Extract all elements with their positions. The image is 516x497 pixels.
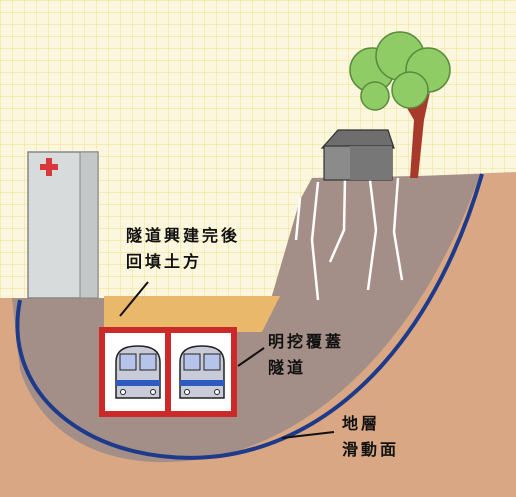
train-right [179, 345, 225, 399]
hospital-cross-icon [40, 158, 58, 176]
train-left [115, 345, 161, 399]
cut-cover-label-line1: 明挖覆蓋 [268, 332, 345, 351]
backfill-label-line2: 回填土方 [126, 252, 203, 271]
tree [349, 31, 451, 178]
slip-leader-line [281, 431, 335, 439]
slip-label-line1: 地層 [342, 414, 381, 433]
leader-lines [119, 281, 335, 439]
cut-cover-tunnel-label: 明挖覆蓋 隧道 [268, 332, 344, 378]
slope-cracks [294, 177, 404, 301]
slip-surface-line [15, 173, 484, 460]
slip-label-line2: 滑動面 [342, 440, 400, 459]
backfill-soil [104, 296, 280, 332]
tunnel-leader-line [237, 347, 265, 367]
backfill-leader-line [119, 281, 149, 317]
backfill-label-line1: 隧道興建完後 [126, 226, 241, 245]
slip-surface-label: 地層 滑動面 [342, 414, 399, 460]
hilltop-house [320, 129, 395, 181]
hospital-building [27, 151, 99, 299]
backfill-label: 隧道興建完後 回填土方 [126, 226, 240, 272]
cut-cover-label-line2: 隧道 [268, 358, 307, 377]
